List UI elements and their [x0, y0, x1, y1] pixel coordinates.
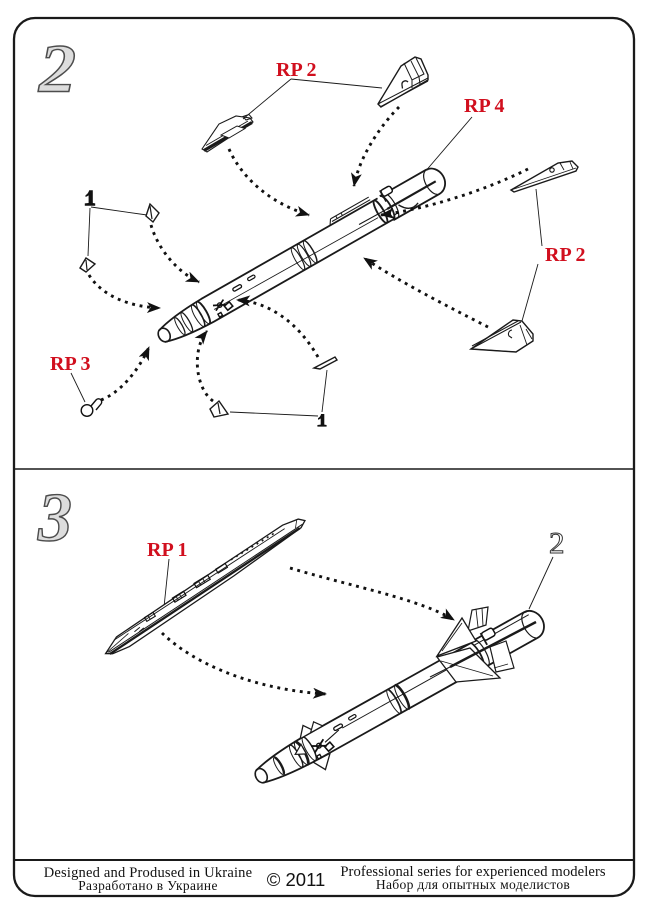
svg-text:2: 2	[549, 525, 565, 560]
svg-text:RP 3: RP 3	[50, 353, 91, 375]
svg-text:RP 4: RP 4	[464, 95, 505, 117]
svg-text:Разработано в Украине: Разработано в Украине	[78, 878, 218, 893]
svg-text:Набор для опытных моделистов: Набор для опытных моделистов	[376, 877, 570, 892]
svg-text:Professional series for experi: Professional series for experienced mode…	[340, 864, 606, 880]
svg-text:RP 1: RP 1	[147, 539, 188, 561]
svg-text:© 2011: © 2011	[267, 869, 326, 890]
svg-text:3: 3	[37, 480, 72, 556]
svg-text:RP 2: RP 2	[545, 244, 586, 266]
svg-text:RP 2: RP 2	[276, 59, 317, 81]
svg-text:Designed and Prodused in Ukrai: Designed and Prodused in Ukraine	[44, 865, 253, 881]
svg-text:2: 2	[38, 31, 76, 107]
